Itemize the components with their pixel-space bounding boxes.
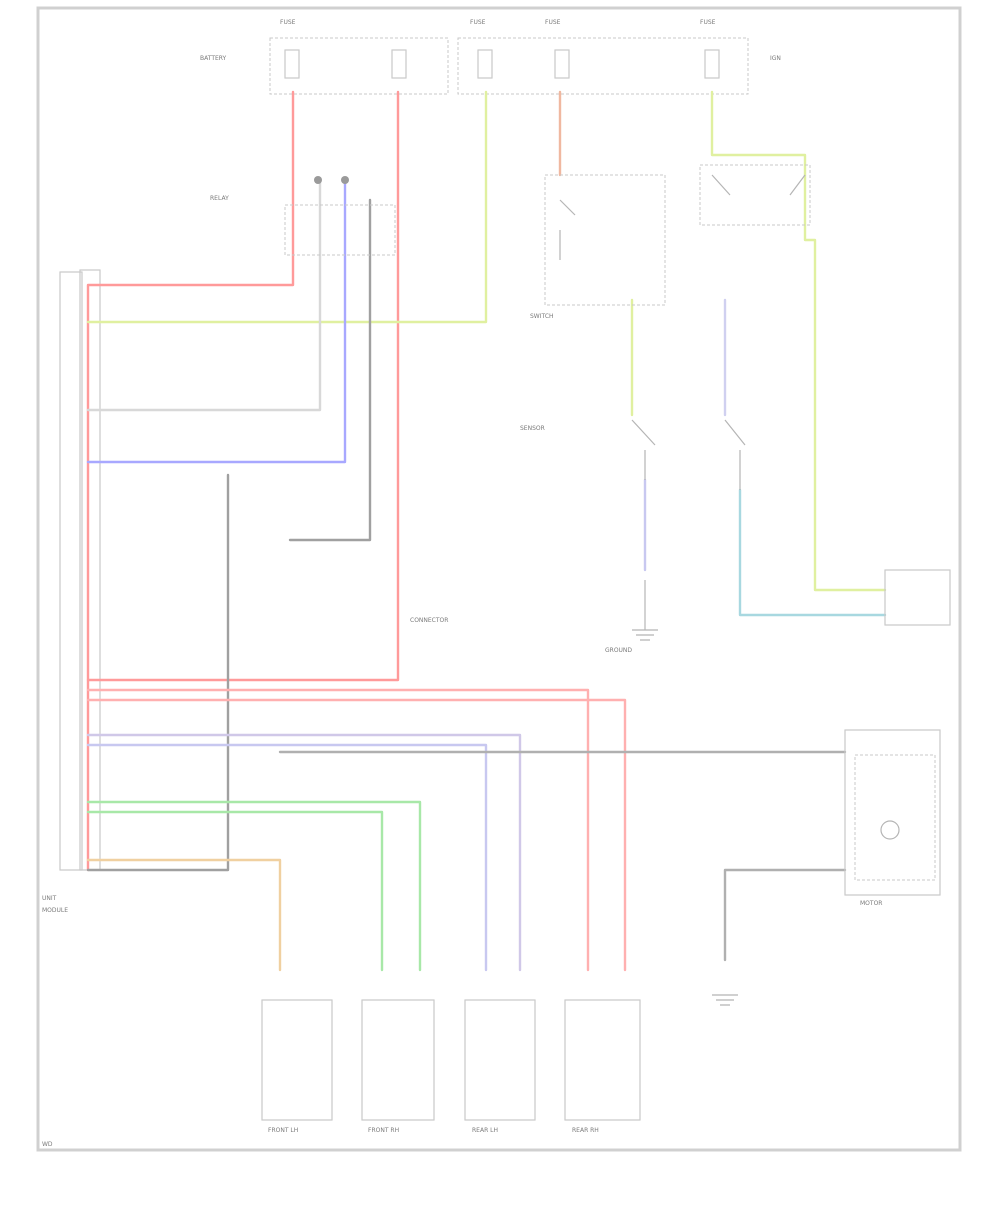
motor-unit: MOTOR [844,729,941,907]
wire-green [86,810,384,972]
switch-icon [724,419,746,490]
wire-yellow-green [86,90,488,324]
wire-lilac [86,733,522,972]
relay: RELAY [210,176,396,256]
actuator-rr-label: REAR RH [572,1127,599,1134]
wire-blue [86,178,347,464]
switch-label: SWITCH [530,313,554,320]
wire-red [86,698,627,972]
fuse-icon [284,49,300,79]
wire-green [86,800,422,972]
fuse-label: FUSE [280,19,296,26]
control-unit: UNIT MODULE [42,269,101,914]
wire-red [86,688,590,972]
battery-label: BATTERY [200,55,227,62]
fuse-icon [704,49,720,79]
sensor-label: SENSOR [520,425,545,432]
ground-right [712,994,738,1006]
connector-icon [341,176,349,184]
switch-icon [559,199,576,260]
connector-note: CONNECTOR [410,617,448,624]
wires [86,90,887,972]
diagram-frame [36,6,962,1152]
switch-upper-mid: SWITCH [530,174,666,320]
motor-icon [880,820,900,840]
switch-right-mid [724,419,746,490]
ground-center: GROUND [605,580,658,654]
motor-label: MOTOR [860,900,882,907]
switch-icon [711,174,806,196]
ign-label: IGN [770,55,781,62]
wire-cyan [738,488,887,617]
wire-dark [86,473,230,872]
actuator-fl-label: FRONT LH [268,1127,298,1134]
fuse-icon [477,49,493,79]
fuse-label: FUSE [470,19,486,26]
relay-label: RELAY [210,195,229,202]
fuse-icon [554,49,570,79]
page-code: WD [42,1141,53,1148]
wire-gray [86,178,322,412]
fuse-label: FUSE [545,19,561,26]
wire-green [710,90,887,592]
actuator-rl-label: REAR LH [472,1127,498,1134]
ground-icon [632,629,658,641]
wire-red [86,90,400,682]
fuse-block: FUSE FUSE FUSE FUSE BATTERY IGN [200,19,781,95]
wire-orange [86,858,282,972]
wire-red [86,90,295,872]
ground-label: GROUND [605,647,632,654]
switch-mid: SENSOR [520,419,656,480]
module-label: MODULE [42,907,68,914]
fuse-label: FUSE [700,19,716,26]
connector-icon [314,176,322,184]
ground-icon [712,994,738,1006]
actuators: FRONT LH FRONT RH REAR LH REAR RH [261,999,641,1134]
wire-dark [288,198,372,542]
right-unit [884,569,951,626]
switch-icon [631,419,656,480]
wire-dark [723,868,847,962]
actuator-fr-label: FRONT RH [368,1127,399,1134]
unit-label: UNIT [42,895,57,902]
wire-blue [86,743,488,972]
switch-upper-right [699,164,811,226]
fuse-icon [391,49,407,79]
